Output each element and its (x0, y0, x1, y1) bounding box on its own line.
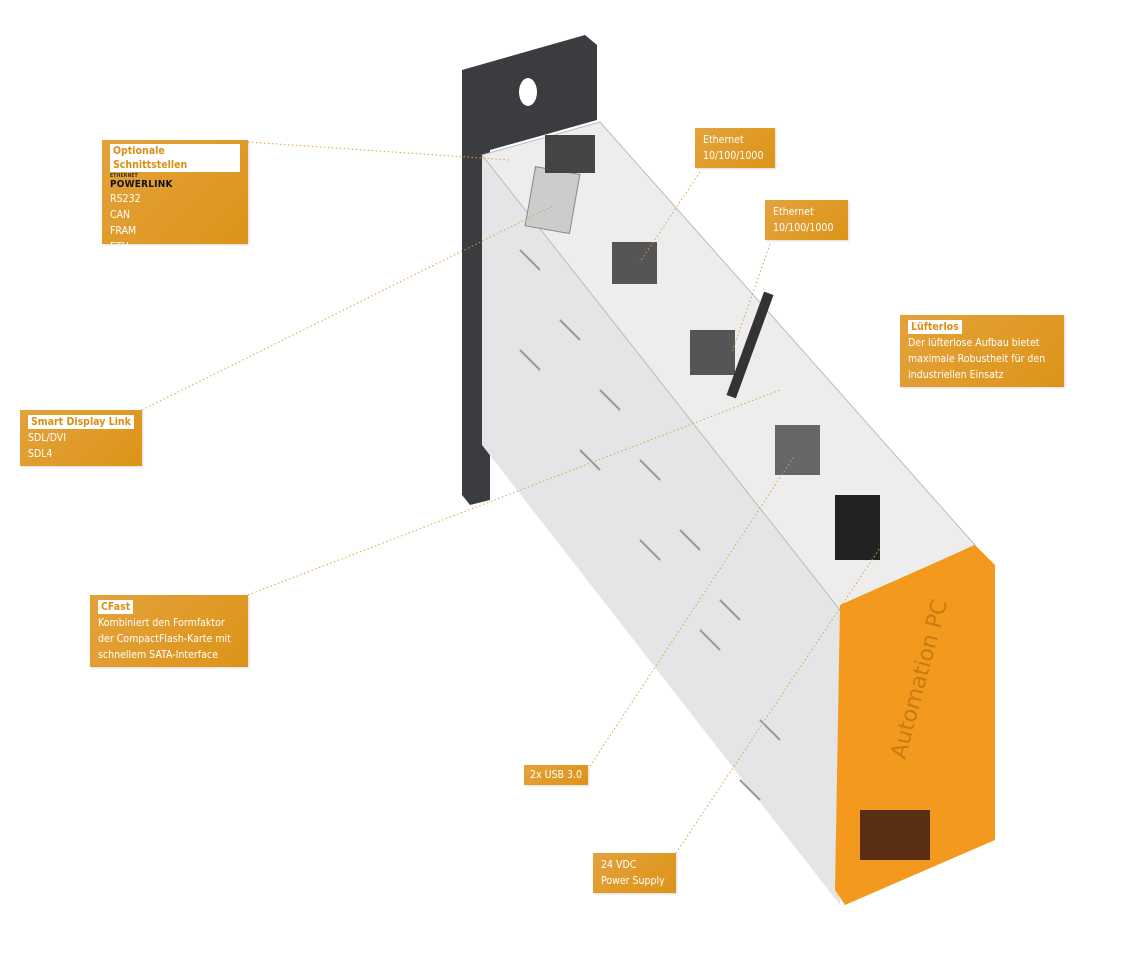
vent-slots (519, 249, 781, 801)
callout-line: SDL4 (28, 448, 53, 460)
keyhole-icon (519, 78, 537, 106)
callout-line: SDL/DVI (28, 432, 67, 444)
callout-line: 2x USB 3.0 (530, 769, 583, 781)
usb-ports (775, 425, 820, 475)
ethernet-port-1 (545, 135, 595, 173)
callout-fanless: Lüfterlos Der lüfterlose Aufbau bietet m… (900, 315, 1064, 387)
callout-line: Ethernet (703, 134, 744, 146)
callout-cfast: CFast Kombiniert den Formfaktor der Comp… (90, 595, 248, 667)
callout-usb: 2x USB 3.0 (524, 765, 589, 785)
callout-line: Der lüfterlose Aufbau bietet (908, 337, 1040, 349)
callout-line: der CompactFlash-Karte mit (98, 633, 231, 645)
interface-item: ETH (110, 241, 129, 253)
callout-line: 10/100/1000 (773, 222, 834, 234)
callout-power-supply: 24 VDC Power Supply (593, 853, 676, 893)
callout-ethernet-1: Ethernet 10/100/1000 (695, 128, 775, 168)
interface-item: CAN (110, 209, 131, 221)
callout-title: Optionale Schnittstellen (110, 144, 240, 172)
ethernet-port-2 (612, 242, 657, 284)
callout-title: Lüfterlos (908, 320, 962, 334)
ethernet-port-3 (690, 330, 735, 375)
callout-smart-display-link: Smart Display Link SDL/DVI SDL4 (20, 410, 142, 466)
interface-item: FRAM (110, 225, 137, 237)
leader-lines (141, 141, 881, 854)
callout-line: maximale Robustheit für den (908, 353, 1046, 365)
power-connector (835, 495, 880, 560)
callout-line: Power Supply (601, 875, 665, 887)
callout-line: Ethernet (773, 206, 814, 218)
interface-item: RS232 (110, 193, 141, 205)
callout-line: 10/100/1000 (703, 150, 764, 162)
callout-line: Kombiniert den Formfaktor (98, 617, 225, 629)
callout-ethernet-2: Ethernet 10/100/1000 (765, 200, 848, 240)
callout-line: industriellen Einsatz (908, 369, 1004, 381)
cfast-slot (726, 291, 774, 399)
callout-line: 24 VDC (601, 859, 637, 871)
callout-title: CFast (98, 600, 134, 614)
callout-line: schnellem SATA-Interface (98, 649, 218, 661)
brand-logo (860, 810, 930, 860)
dvi-port (524, 166, 581, 235)
callout-title: Smart Display Link (28, 415, 134, 429)
side-panel (482, 155, 840, 905)
